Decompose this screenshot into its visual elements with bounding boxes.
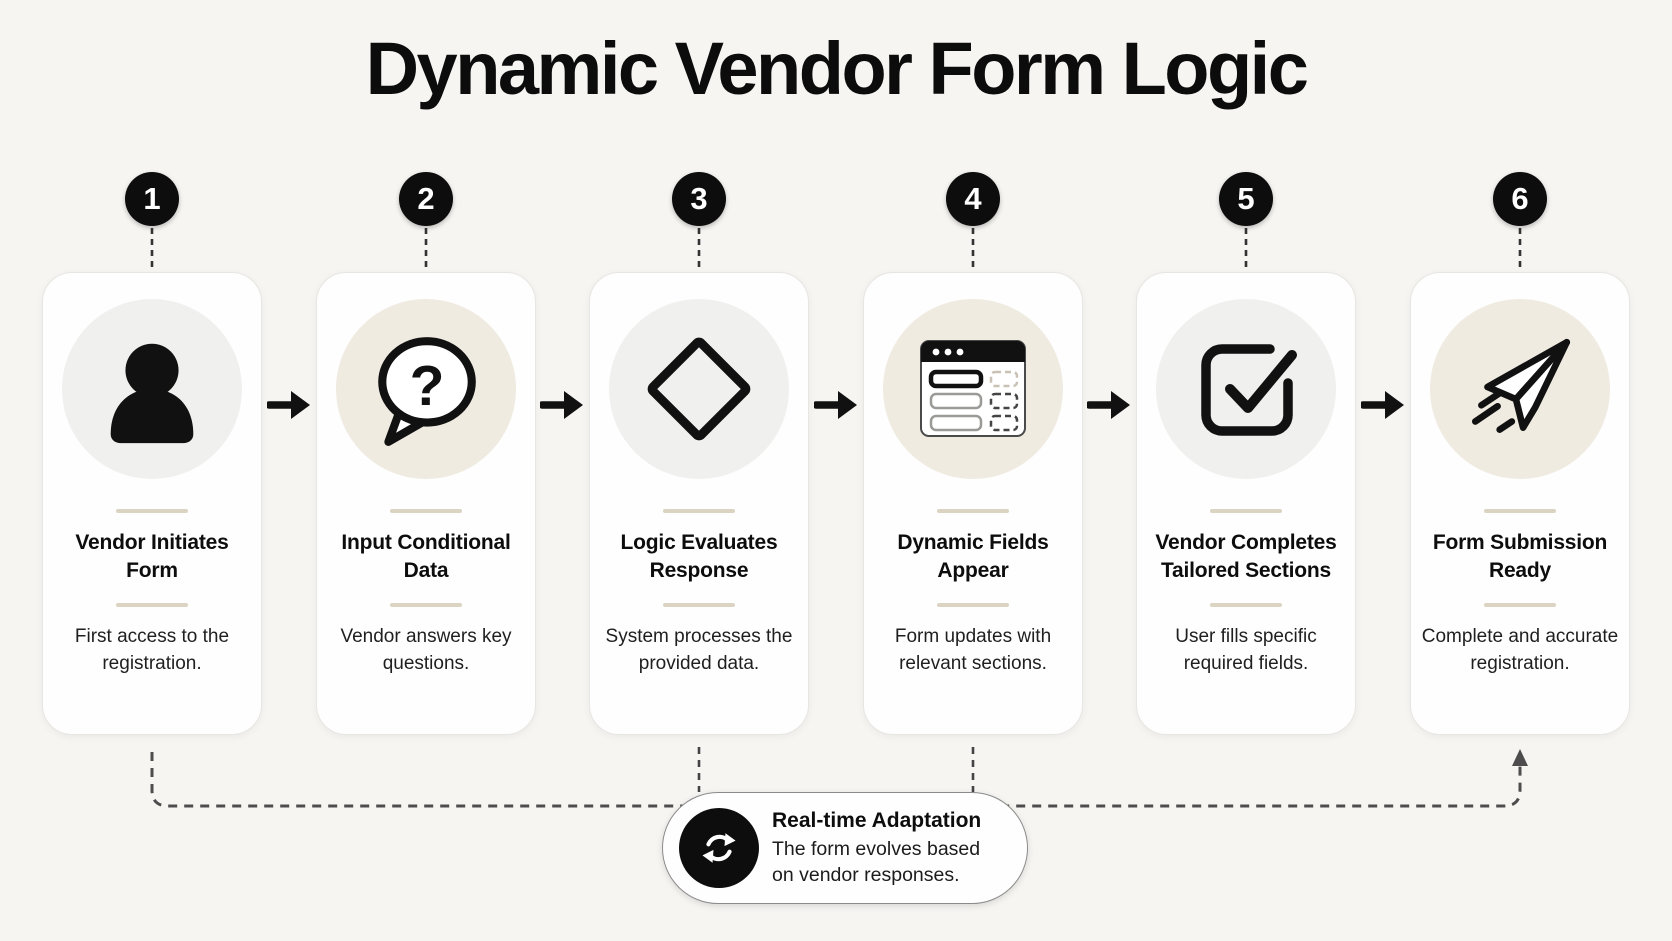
icon-circle xyxy=(62,299,242,479)
step-description: Complete and accurate registration. xyxy=(1421,626,1619,674)
step-title: Dynamic Fields Appear xyxy=(897,531,1049,582)
divider xyxy=(1484,509,1556,513)
step-number: 6 xyxy=(1511,181,1529,216)
step-number-badge-6: 6 xyxy=(1493,172,1547,226)
step-number: 1 xyxy=(143,181,161,216)
arrow-right-icon xyxy=(1361,391,1404,419)
realtime-adaptation-callout: Real-time Adaptation The form evolves ba… xyxy=(662,792,1028,904)
step-description: System processes the provided data. xyxy=(605,626,793,674)
step-number: 2 xyxy=(417,181,435,216)
step-card-1: Vendor Initiates Form First access to th… xyxy=(42,272,262,735)
arrow-right-icon xyxy=(540,391,583,419)
divider xyxy=(663,509,735,513)
step-title: Logic Evaluates Response xyxy=(620,531,778,582)
divider xyxy=(1210,509,1282,513)
callout-body: The form evolves based on vendor respons… xyxy=(772,838,981,886)
paper-plane-icon xyxy=(1471,338,1571,433)
step-number: 4 xyxy=(964,181,982,216)
step-number-badge-5: 5 xyxy=(1219,172,1273,226)
step-card-3: Logic Evaluates Response System processe… xyxy=(589,272,809,735)
question-bubble-icon: ? xyxy=(378,337,476,446)
step-title: Vendor Initiates Form xyxy=(75,531,229,582)
divider xyxy=(390,603,462,607)
refresh-icon xyxy=(679,808,759,888)
page-title: Dynamic Vendor Form Logic xyxy=(365,27,1309,110)
step-title: Input Conditional Data xyxy=(341,531,511,582)
arrow-right-icon xyxy=(267,391,310,419)
step-card-5: Vendor Completes Tailored Sections User … xyxy=(1136,272,1356,735)
step-number-badge-3: 3 xyxy=(672,172,726,226)
divider xyxy=(390,509,462,513)
step-number: 3 xyxy=(690,181,708,216)
arrow-up-icon xyxy=(1512,749,1528,766)
dynamic-form-icon xyxy=(920,340,1026,437)
diamond-icon xyxy=(647,337,751,441)
step-number-badge-4: 4 xyxy=(946,172,1000,226)
step-card-6: Form Submission Ready Complete and accur… xyxy=(1410,272,1630,735)
callout-text: Real-time Adaptation The form evolves ba… xyxy=(772,808,1004,888)
callout-title: Real-time Adaptation xyxy=(772,809,982,832)
step-description: First access to the registration. xyxy=(74,626,230,674)
step-title: Vendor Completes Tailored Sections xyxy=(1155,531,1337,582)
icon-circle xyxy=(609,299,789,479)
divider xyxy=(937,509,1009,513)
svg-text:?: ? xyxy=(410,354,445,418)
icon-circle xyxy=(1430,299,1610,479)
arrow-right-icon xyxy=(1087,391,1130,419)
divider xyxy=(937,603,1009,607)
step-card-2: ? Input Conditional Data Vendor answers … xyxy=(316,272,536,735)
divider xyxy=(116,509,188,513)
step-title: Form Submission Ready xyxy=(1432,531,1608,582)
step-description: User fills specific required fields. xyxy=(1175,626,1317,674)
person-icon xyxy=(110,343,194,444)
step-description: Vendor answers key questions. xyxy=(340,626,512,674)
divider xyxy=(663,603,735,607)
checkbox-icon xyxy=(1201,344,1297,436)
step-card-4: Dynamic Fields Appear Form updates with … xyxy=(863,272,1083,735)
arrow-right-icon xyxy=(814,391,857,419)
divider xyxy=(1484,603,1556,607)
icon-circle: ? xyxy=(336,299,516,479)
icon-circle xyxy=(1156,299,1336,479)
step-number-badge-2: 2 xyxy=(399,172,453,226)
step-number: 5 xyxy=(1237,181,1255,216)
icon-circle xyxy=(883,299,1063,479)
divider xyxy=(116,603,188,607)
step-description: Form updates with relevant sections. xyxy=(894,626,1052,674)
step-number-badge-1: 1 xyxy=(125,172,179,226)
divider xyxy=(1210,603,1282,607)
